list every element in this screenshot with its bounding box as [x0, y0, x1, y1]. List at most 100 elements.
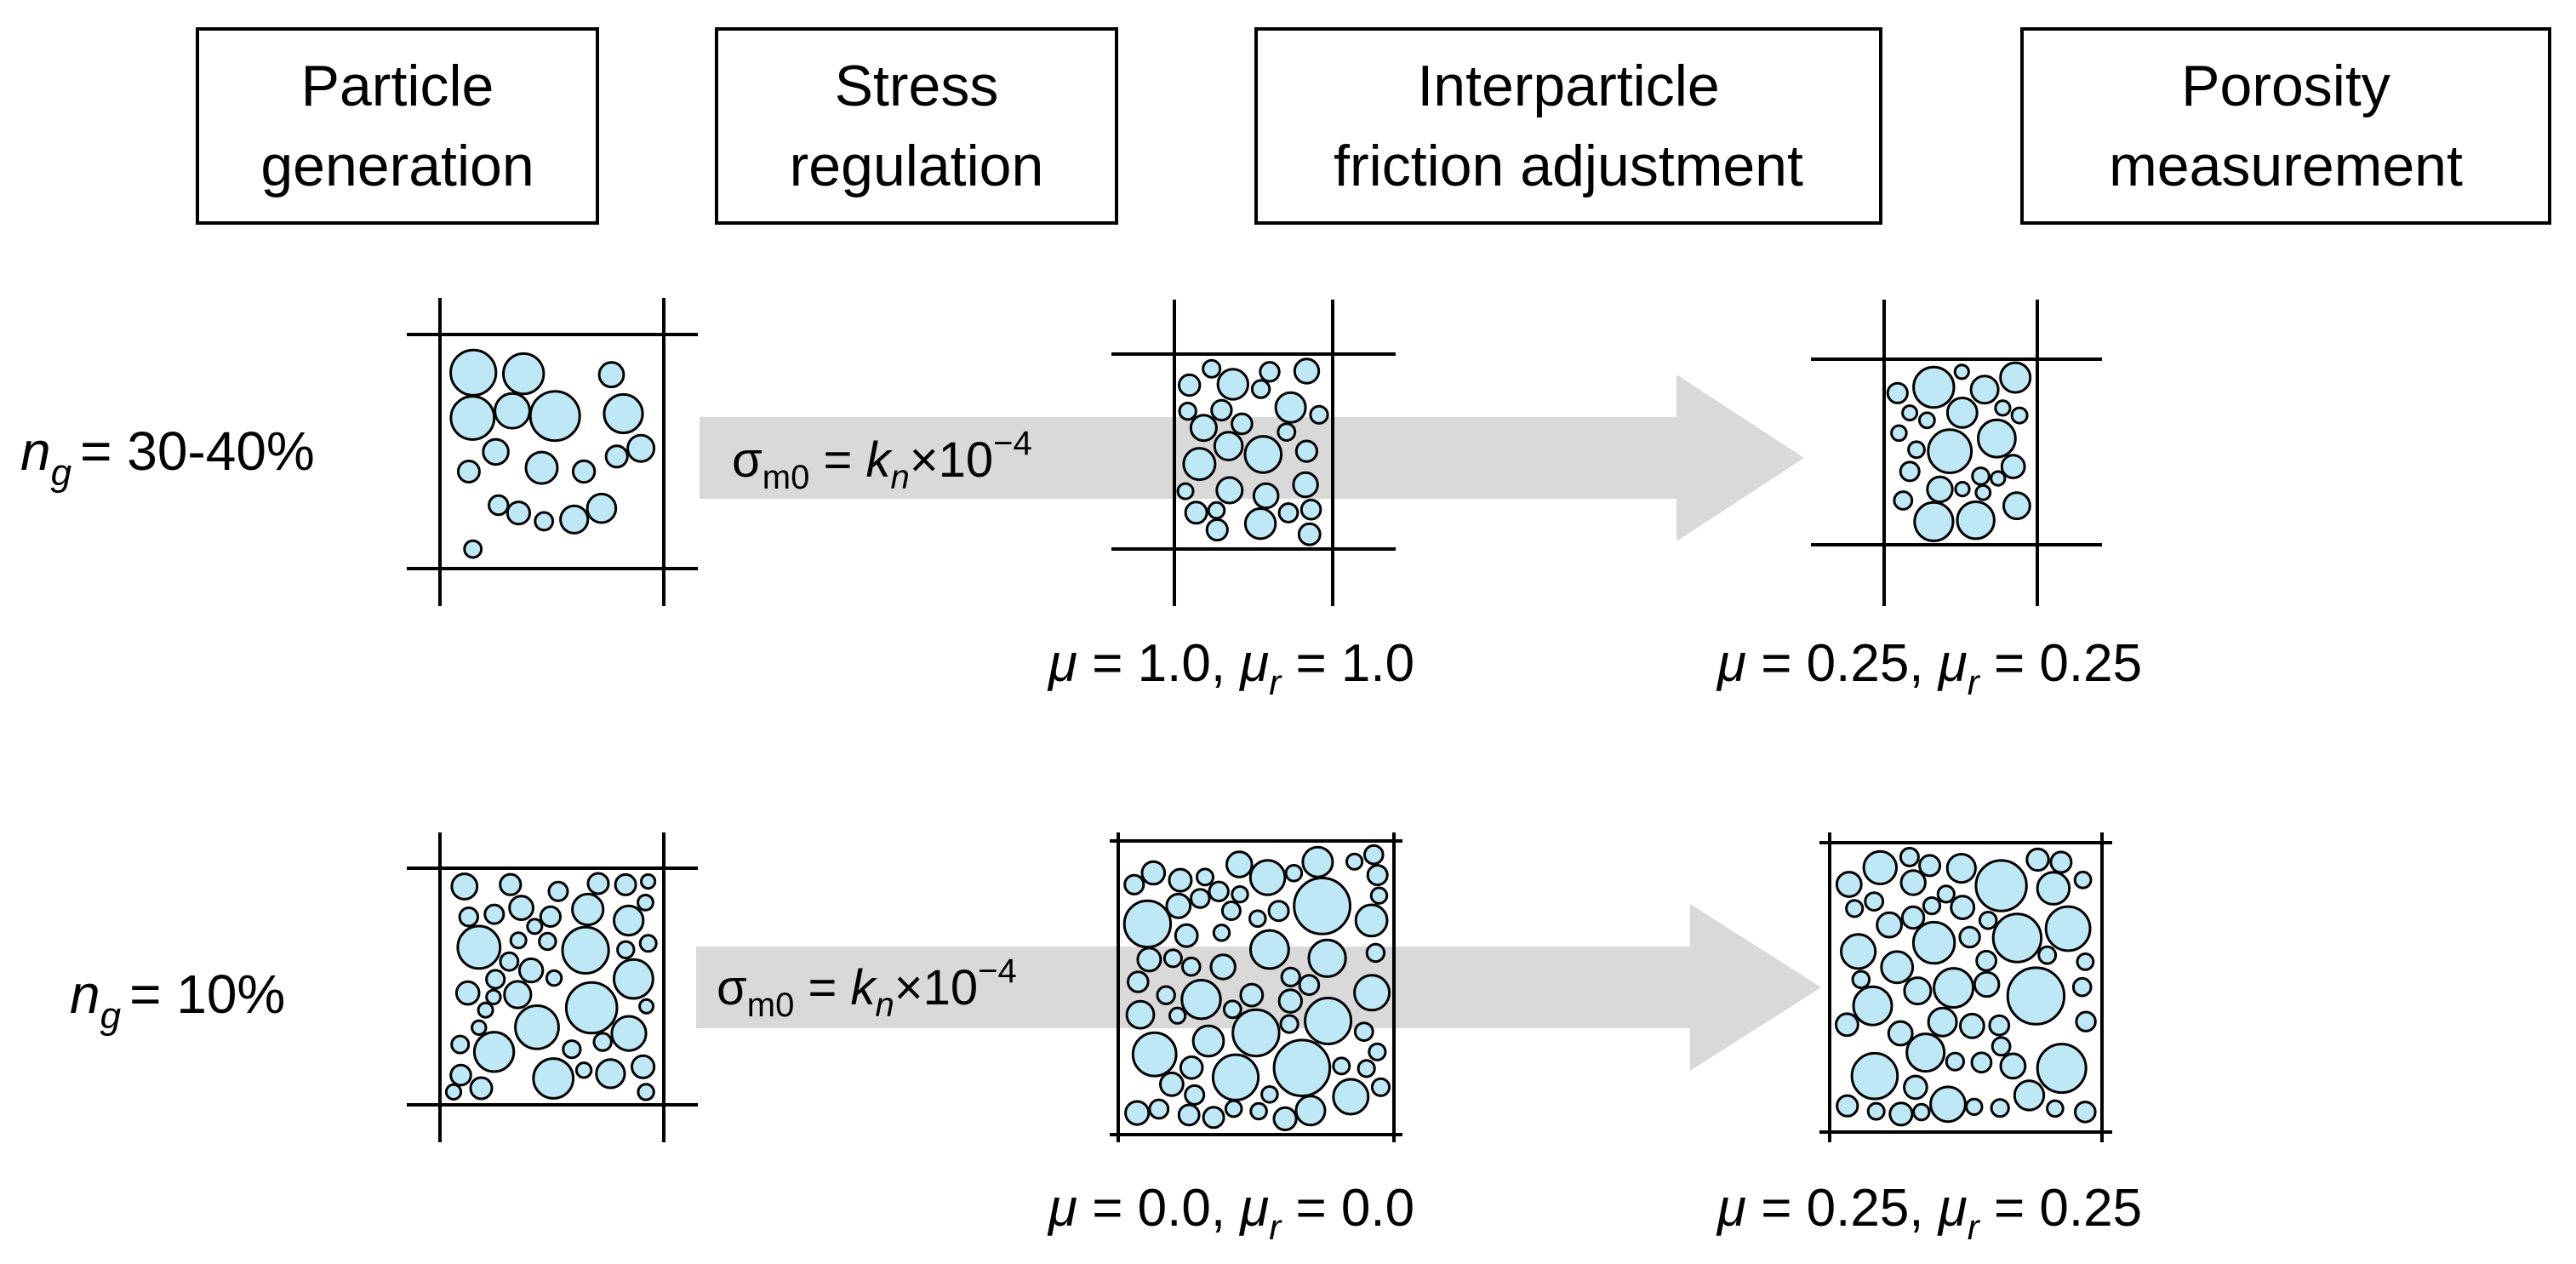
- particle: [1220, 901, 1242, 921]
- particle: [1876, 911, 1904, 939]
- particle: [1231, 885, 1249, 904]
- particle: [1999, 361, 2032, 394]
- particle: [1207, 500, 1226, 520]
- particle: [1165, 892, 1192, 919]
- particle: [477, 1001, 494, 1019]
- particle: [503, 980, 533, 1009]
- particle: [1202, 358, 1222, 379]
- particle: [638, 998, 655, 1015]
- particle: [559, 504, 590, 535]
- particle: [1353, 974, 1391, 1012]
- particle: [1357, 1059, 1376, 1078]
- particle: [545, 969, 563, 987]
- particle: [1277, 502, 1299, 523]
- particle: [1971, 466, 1991, 486]
- particle: [1178, 401, 1197, 421]
- particle: [1956, 500, 1996, 540]
- particle: [1912, 1102, 1931, 1122]
- particle: [526, 918, 544, 935]
- particle: [1836, 1094, 1859, 1118]
- particle: [1880, 950, 1915, 985]
- particle: [2071, 976, 2093, 998]
- particle: [2049, 850, 2073, 874]
- particle: [1231, 1008, 1281, 1058]
- particle: [1369, 886, 1389, 905]
- particle: [613, 958, 654, 1000]
- particle: [1990, 1098, 2010, 1118]
- particle: [1259, 361, 1281, 383]
- particle: [1988, 1014, 2011, 1037]
- particle: [1249, 929, 1290, 970]
- particle: [1927, 1006, 1958, 1038]
- particle: [1140, 860, 1167, 886]
- particle: [2075, 1010, 2097, 1032]
- particle: [514, 1004, 560, 1050]
- particle: [1176, 482, 1195, 500]
- particle: [1208, 880, 1230, 903]
- particle: [1277, 422, 1297, 443]
- particle: [1974, 483, 1992, 501]
- particle: [1189, 414, 1218, 443]
- particle: [483, 903, 505, 925]
- particle: [1252, 482, 1280, 510]
- particle: [1903, 976, 1933, 1006]
- particle: [1886, 381, 1909, 404]
- particle: [604, 444, 629, 469]
- particle: [603, 392, 644, 435]
- particle: [1307, 938, 1347, 978]
- particle: [1294, 439, 1319, 463]
- particle: [1363, 844, 1385, 866]
- particle: [1125, 999, 1156, 1030]
- particle: [1216, 368, 1250, 401]
- particle: [1835, 871, 1863, 898]
- particle: [571, 459, 597, 484]
- particle: [1999, 1052, 2027, 1080]
- particle: [450, 872, 479, 901]
- particle: [1918, 411, 1936, 430]
- particle: [1215, 476, 1244, 505]
- stress-label-row2: σm0 = kn×10−4: [717, 952, 1017, 1024]
- particle: [1293, 877, 1351, 935]
- particle: [638, 934, 658, 953]
- particle: [1911, 920, 1956, 965]
- particle: [454, 980, 481, 1006]
- particle: [1177, 1103, 1201, 1127]
- particle: [485, 988, 502, 1006]
- particle: [1991, 912, 2043, 964]
- particle: [597, 361, 625, 389]
- particle: [1905, 1032, 1946, 1073]
- particle: [1243, 435, 1283, 474]
- stage-title-line2: friction adjustment: [1334, 134, 1803, 198]
- particle: [2074, 1101, 2097, 1124]
- particle: [564, 981, 619, 1035]
- particle: [1280, 966, 1301, 987]
- particle: [1977, 418, 2017, 459]
- particle: [1970, 1051, 1993, 1074]
- particle: [613, 904, 645, 937]
- particle: [2076, 952, 2095, 971]
- particle: [1899, 460, 1921, 483]
- particle: [1368, 1042, 1387, 1061]
- particle: [1354, 903, 1389, 938]
- particle: [528, 390, 581, 443]
- friction-label-row2-mid: μ = 0.0, μr = 0.0: [1047, 1179, 1414, 1247]
- particle: [1922, 896, 1942, 916]
- particle: [509, 931, 528, 950]
- particle: [1239, 982, 1265, 1008]
- particle: [1211, 1053, 1260, 1101]
- particle: [1900, 905, 1926, 930]
- particle: [1888, 1101, 1914, 1127]
- particle: [586, 872, 610, 895]
- particle: [463, 539, 483, 559]
- particle: [1131, 1031, 1178, 1078]
- particle: [1168, 867, 1193, 893]
- particle: [1929, 1085, 1967, 1124]
- particle: [1893, 490, 1914, 511]
- particle: [1179, 1055, 1204, 1080]
- particle: [1249, 1101, 1268, 1121]
- particle: [1190, 888, 1211, 909]
- particle: [1953, 363, 1970, 380]
- ng-label-row1: ng= 30-40%: [20, 420, 315, 494]
- particle: [1210, 398, 1233, 422]
- particle: [517, 957, 545, 984]
